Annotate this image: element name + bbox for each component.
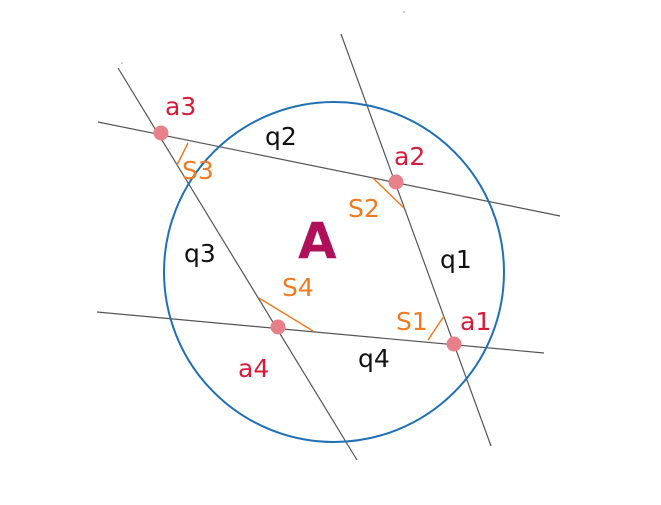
region-label: A [298,212,337,270]
stray-dot [121,62,123,64]
point-a2 [388,174,404,190]
circle [163,101,505,443]
line-top [97,121,561,217]
point-label-a2: a2 [394,142,425,171]
segment-label-q1: q1 [440,245,472,274]
point-a4 [270,319,286,335]
point-label-a3: a3 [165,92,196,121]
marker-label-s1: S1 [396,307,428,336]
segment-label-q4: q4 [358,344,390,373]
point-a3 [153,125,169,141]
segment-label-q2: q2 [265,122,297,151]
segment-label-q3: q3 [184,239,216,268]
marker-s3-stroke [176,142,189,166]
point-label-a1: a1 [460,307,491,336]
marker-label-s3: S3 [182,156,214,185]
stray-dot [403,11,405,13]
point-a1 [446,336,462,352]
marker-label-s4: S4 [282,273,314,302]
marker-s1-stroke [427,315,445,341]
marker-label-s2: S2 [348,194,380,223]
point-label-a4: a4 [238,354,269,383]
line-right [340,33,492,447]
marker-s4-stroke [258,297,314,332]
marker-s2-stroke [372,177,405,209]
